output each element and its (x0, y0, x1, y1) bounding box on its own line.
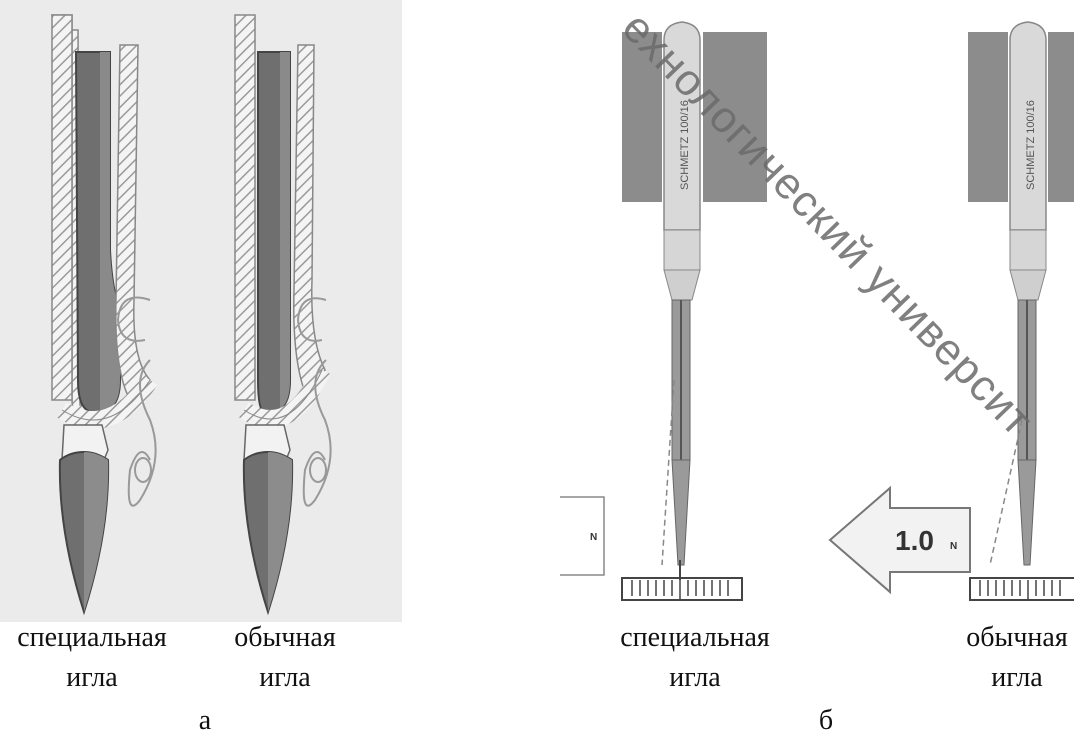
caption-line2: игла (0, 658, 192, 698)
caption-line2: игла (200, 658, 370, 698)
caption-b-special: специальная игла (590, 618, 800, 698)
arrow-value: 1.0 (895, 525, 934, 556)
caption-line1: обычная (200, 618, 370, 658)
caption-line1: специальная (0, 618, 192, 658)
special-needle-brand: SCHMETZ 100/16 (679, 100, 691, 190)
caption-b-ordinary: обычная игла (932, 618, 1074, 698)
panel-b-needle-illustration: SCHMETZ 100/16 N 1 (560, 0, 1074, 622)
panel-a-label: а (185, 706, 225, 736)
ordinary-needle-figure: SCHMETZ 100/16 (968, 22, 1074, 600)
panel-a-needle-diagram (0, 0, 402, 622)
caption-a-ordinary: обычная игла (200, 618, 370, 698)
special-needle-section (52, 15, 156, 612)
panel-b-label: б (806, 706, 846, 736)
caption-line1: специальная (590, 618, 800, 658)
caption-a-special: специальная игла (0, 618, 192, 698)
arrow-unit-mark: N (950, 541, 957, 552)
caption-line2: игла (932, 658, 1074, 698)
caption-line1: обычная (932, 618, 1074, 658)
ordinary-needle-brand: SCHMETZ 100/16 (1025, 100, 1037, 190)
special-needle-figure: SCHMETZ 100/16 N (560, 22, 767, 600)
special-unit-mark: N (590, 532, 597, 543)
deflection-arrow: 1.0 N (830, 488, 970, 592)
caption-line2: игла (590, 658, 800, 698)
ordinary-needle-section (235, 15, 331, 612)
